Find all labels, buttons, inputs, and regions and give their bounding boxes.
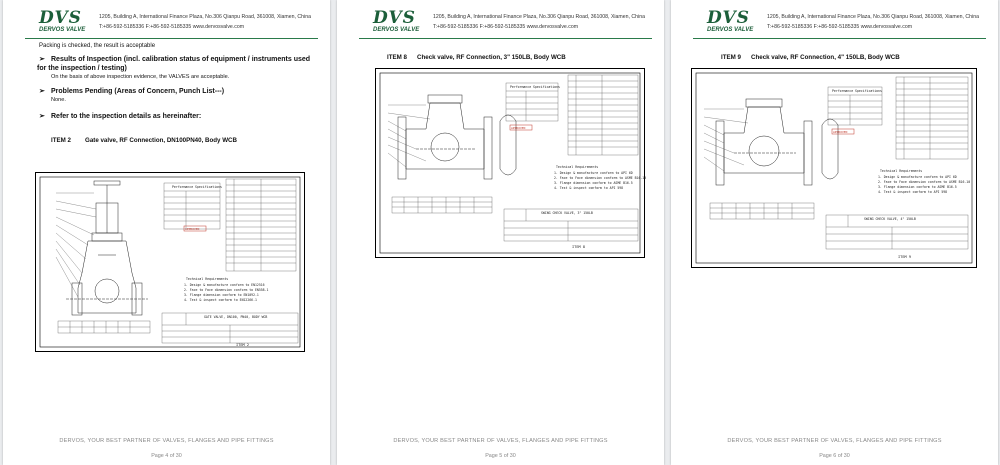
company-logo: DVS DERVOS VALVE <box>39 8 86 34</box>
document-page-5: DVS DERVOS VALVE 1205, Building A, Inter… <box>337 0 664 465</box>
approved-stamp: APPROVED <box>185 227 200 231</box>
gate-valve-drawing <box>39 176 301 348</box>
company-address: 1205, Building A, International Finance … <box>433 14 645 30</box>
page-footer: DERVOS, YOUR BEST PARTNER OF VALVES, FLA… <box>671 435 998 459</box>
engineering-drawing: Performance Specifications APPROVED Tech… <box>375 68 646 258</box>
company-address: 1205, Building A, International Finance … <box>767 14 979 30</box>
company-logo: DVS DERVOS VALVE <box>373 8 420 34</box>
drawing-caption: ITEM 2 <box>236 343 249 347</box>
bullet-results: ➢Results of Inspection (incl. calibratio… <box>39 56 311 63</box>
drawing-caption: ITEM 8 <box>572 245 585 249</box>
page-footer: DERVOS, YOUR BEST PARTNER OF VALVES, FLA… <box>337 435 664 459</box>
packing-note: Packing is checked, the result is accept… <box>39 43 156 49</box>
bullet-problems-text: None. <box>51 97 66 103</box>
document-page-4: DVS DERVOS VALVE 1205, Building A, Inter… <box>3 0 330 465</box>
page-number: Page 6 of 30 <box>819 453 850 459</box>
bullet-problems: ➢Problems Pending (Areas of Concern, Pun… <box>39 88 225 95</box>
page-header: DVS DERVOS VALVE 1205, Building A, Inter… <box>25 8 318 39</box>
page-number: Page 4 of 30 <box>151 453 182 459</box>
page-body: Packing is checked, the result is accept… <box>37 42 316 144</box>
engineering-drawing: Performance Specifications APPROVED Tech… <box>691 68 977 268</box>
approved-stamp: APPROVED <box>833 130 848 134</box>
title-block-text: GATE VALVE, DN100, PN40, BODY WCB <box>204 315 268 319</box>
company-address: 1205, Building A, International Finance … <box>99 14 311 30</box>
drawing-caption: ITEM 9 <box>898 255 911 259</box>
title-block-text: SWING CHECK VALVE, 3" 150LB <box>541 211 593 215</box>
check-valve-drawing <box>695 72 973 264</box>
bullet-refer: ➢Refer to the inspection details as here… <box>39 113 202 120</box>
title-block-text: SWING CHECK VALVE, 4" 150LB <box>864 217 916 221</box>
check-valve-drawing <box>379 72 641 254</box>
page-header: DVS DERVOS VALVE 1205, Building A, Inter… <box>693 8 986 39</box>
engineering-drawing: Performance Specifications APPROVED Tech… <box>35 172 305 352</box>
page-number: Page 5 of 30 <box>485 453 516 459</box>
page-footer: DERVOS, YOUR BEST PARTNER OF VALVES, FLA… <box>3 435 330 459</box>
bullet-results-text: On the basis of above inspection evidenc… <box>51 74 230 80</box>
document-page-6: DVS DERVOS VALVE 1205, Building A, Inter… <box>671 0 998 465</box>
approved-stamp: APPROVED <box>511 126 526 130</box>
bullet-results-cont: for the inspection / testing) <box>37 65 127 72</box>
page-header: DVS DERVOS VALVE 1205, Building A, Inter… <box>359 8 652 39</box>
company-logo: DVS DERVOS VALVE <box>707 8 754 34</box>
